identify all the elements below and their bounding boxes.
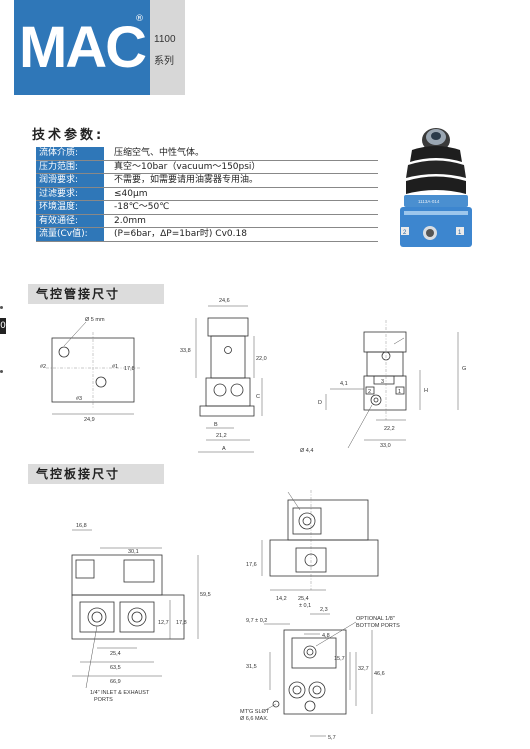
dim-label: 17,8	[176, 620, 187, 626]
dim-label: 22,0	[256, 356, 267, 362]
dim-label: 21,2	[216, 433, 227, 439]
dim-label: #2	[40, 364, 46, 370]
dim-label: 63,5	[110, 665, 121, 671]
dim-label: 25,4	[110, 651, 121, 657]
dim-label: 4,1	[340, 381, 348, 387]
drawing-pipe-side-view: 3 2 1 4,1 D H G 22,2 33,0 Ø 4,4	[300, 320, 466, 454]
dim-label: 66,9	[110, 679, 121, 685]
dim-label: C	[256, 394, 260, 400]
brand-logo: MAC ®	[14, 0, 150, 95]
dim-label: 17,6	[246, 562, 257, 568]
dim-label: #1	[112, 364, 118, 370]
spec-row: 流量(Cv值): (P=6bar，ΔP=1bar时) Cv0.18	[36, 228, 378, 242]
spec-value: ≤40μm	[114, 188, 148, 199]
dim-label: Ø 6,6 MAX.	[240, 716, 269, 722]
dim-label: 59,5	[200, 592, 211, 598]
edge-dot	[0, 306, 3, 309]
dim-label: OPTIONAL 1/8"	[356, 616, 395, 622]
spec-value: -18℃～50℃	[114, 202, 170, 212]
dim-label: 33,0	[380, 443, 391, 449]
dim-label: 2	[368, 389, 371, 395]
dim-label: PORTS	[94, 697, 113, 703]
spec-label: 过滤要求:	[36, 187, 104, 200]
dim-label: 31,5	[246, 664, 257, 670]
dim-label: D	[318, 400, 322, 406]
dim-label: 46,6	[374, 671, 385, 677]
dim-label: 24,9	[84, 417, 95, 423]
spec-value: 压缩空气、中性气体。	[114, 148, 205, 158]
spec-value: 2.0mm	[114, 215, 146, 226]
dim-label: 16,8	[76, 523, 87, 529]
spec-label: 流量(Cv值):	[36, 228, 104, 241]
dim-label: G	[462, 366, 466, 372]
dim-label: 33,8	[180, 348, 191, 354]
dim-label: Ø 5 mm	[85, 317, 105, 323]
section-title-plate: 气控板接尺寸	[28, 464, 164, 484]
dim-label: 2,3	[320, 607, 328, 613]
dim-label: A	[222, 446, 226, 452]
dim-label: 17,8	[124, 366, 135, 372]
spec-value: 真空～10bar（vacuum～150psi）	[114, 161, 261, 172]
dim-label: 32,7	[358, 666, 369, 672]
spec-label: 压力范围:	[36, 160, 104, 173]
spec-row: 过滤要求: ≤40μm	[36, 187, 378, 201]
drawing-plate-top-view: 17,6 14,2 25,4 ± 0,1	[246, 490, 379, 609]
dim-label: B	[214, 422, 218, 428]
product-label: 1113A-014	[418, 199, 440, 204]
series-box: 1100 系列	[150, 0, 185, 95]
drawing-plate-bottom-view: 9,7 ± 0,2 2,3 4,8 OPTIONAL 1/8" BOTTOM P…	[240, 607, 400, 741]
spec-value: 不需要，如需要请用油雾器专用油。	[114, 175, 259, 185]
dim-label: 12,7	[158, 620, 169, 626]
spec-label: 流体介质:	[36, 147, 104, 160]
dim-label: 4,8	[322, 633, 330, 639]
spec-value: (P=6bar，ΔP=1bar时) Cv0.18	[114, 229, 247, 239]
dim-label: 25,4	[298, 596, 309, 602]
dim-label: 22,2	[384, 426, 395, 432]
dim-label: 1	[398, 389, 401, 395]
dim-label: 15,7	[334, 656, 345, 662]
spec-label: 环境温度:	[36, 201, 104, 214]
dim-label: 1/4" INLET & EXHAUST	[90, 690, 150, 696]
dim-label: 9,7 ± 0,2	[246, 618, 267, 624]
dim-label: ± 0,1	[299, 603, 311, 609]
spec-label: 有效通径:	[36, 214, 104, 227]
spec-row: 压力范围: 真空～10bar（vacuum～150psi）	[36, 160, 378, 174]
dim-label: 3	[381, 379, 384, 385]
product-photo: 1113A-014 2 1	[400, 128, 472, 247]
dim-label: #3	[76, 396, 82, 402]
dim-label: H	[424, 388, 428, 394]
drawing-pipe-top-view: Ø 5 mm #2 #1 17,8 #3 24,9	[40, 317, 140, 423]
drawing-pipe-front-view: 24,6 33,8 22,0 C B 21,2 A	[180, 298, 267, 453]
brand-logo-text: MAC	[18, 15, 147, 80]
section-title-pipe: 气控管接尺寸	[28, 284, 164, 304]
spec-title: 技术参数:	[32, 128, 105, 143]
dim-label: Ø 4,4	[300, 448, 313, 454]
dim-label: MT'G SLOT	[240, 709, 270, 715]
registered-mark: ®	[135, 14, 144, 24]
dim-label: 5,7	[328, 735, 336, 741]
dim-label: 14,2	[276, 596, 287, 602]
spec-table: 流体介质: 压缩空气、中性气体。 压力范围: 真空～10bar（vacuum～150…	[36, 147, 378, 242]
dim-label: 24,6	[219, 298, 230, 304]
dim-label: BOTTOM PORTS	[356, 623, 400, 629]
series-number: 1100	[154, 34, 176, 45]
spec-row: 润滑要求: 不需要，如需要请用油雾器专用油。	[36, 174, 378, 188]
series-label: 系列	[154, 56, 174, 67]
spec-row: 流体介质: 压缩空气、中性气体。	[36, 147, 378, 161]
drawing-plate-front-view: 16,8 30,1 59,5 12,7 17,8 25,4 63,5 66,9 …	[71, 523, 211, 703]
spec-row: 环境温度: -18℃～50℃	[36, 201, 378, 215]
spec-row: 有效通径: 2.0mm	[36, 214, 378, 228]
product-port-label: 2	[403, 230, 407, 236]
product-port-label: 1	[458, 230, 462, 236]
edge-tab: 0	[0, 318, 6, 334]
edge-dot	[0, 370, 3, 373]
dim-label: 30,1	[128, 549, 139, 555]
spec-label: 润滑要求:	[36, 174, 104, 187]
